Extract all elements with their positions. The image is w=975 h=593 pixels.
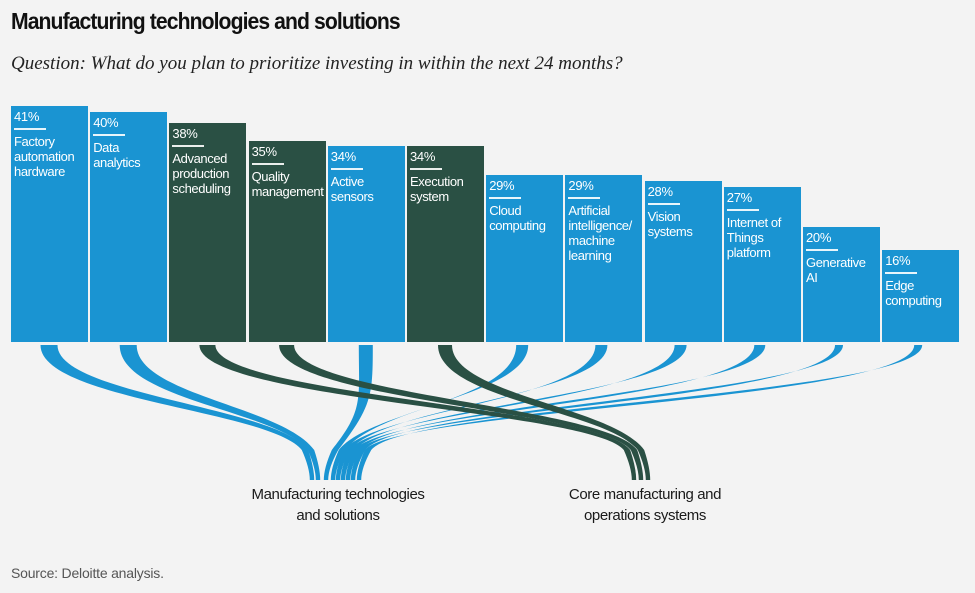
bar-label: sensors [330,188,374,204]
bar-label: management [251,183,324,199]
bar-value: 29% [568,178,594,193]
bar-divider [568,197,601,199]
bar-label: computing [885,292,942,308]
bar-value: 41% [14,109,40,124]
bar-label: Cloud [489,202,522,218]
bar-label: Things [726,229,764,245]
bar-label: Factory [14,133,55,149]
bar-label: intelligence/ [568,217,632,233]
flow-stream [40,345,315,480]
bar-label: system [410,188,449,204]
bar-label: Artificial [568,202,610,218]
bar-label: analytics [93,154,141,170]
bar-label: Vision [647,208,681,224]
bar-label: AI [806,269,818,285]
bar-label: systems [647,223,693,239]
bar-value: 34% [410,149,436,164]
bar-value: 34% [330,149,356,164]
bar-label: computing [489,217,546,233]
group-label-line: Manufacturing technologies [251,486,425,503]
bar-label: Generative [806,254,866,270]
bar-value: 27% [726,190,752,205]
bar-label: Internet of [726,214,782,230]
bar-divider [14,128,46,130]
bar-value: 40% [93,115,119,130]
flow-stream [350,345,843,480]
flow-stream [119,345,321,480]
bar-value: 28% [647,184,673,199]
bar-label: machine [568,232,615,248]
bar-divider [93,134,126,136]
bar-label: learning [568,247,612,263]
group-label-core-systems: Core manufacturing and operations system… [542,484,748,526]
bar-divider [172,145,205,147]
group-label-manufacturing-technologies: Manufacturing technologies and solutions [222,484,454,526]
bar-divider [726,209,759,211]
bar-label: Quality [251,168,290,184]
bar-divider [330,168,363,170]
bar-label: production [172,165,230,181]
bar-label: Edge [885,277,914,293]
chart-title: Manufacturing technologies and solutions [11,8,401,34]
source-note: Source: Deloitte analysis. [11,565,164,581]
bar-label: scheduling [172,180,231,196]
group-label-line: Core manufacturing and [568,486,722,503]
bar-label: Advanced [172,150,228,166]
bar-value: 38% [172,126,198,141]
bar-value: 35% [251,144,277,159]
bar-label: Active [330,173,364,189]
flow-stream [323,345,373,480]
bar-value: 20% [806,230,832,245]
bar-divider [489,197,522,199]
bar-divider [806,249,838,251]
bar-divider [647,203,680,205]
bar-divider [251,163,284,165]
bar-label: hardware [14,163,65,179]
bar-label: platform [726,244,771,260]
bar-label: Data [93,139,120,155]
bar-divider [885,272,918,274]
bar-label: automation [14,148,75,164]
chart-subtitle: Question: What do you plan to prioritize… [11,53,623,74]
group-label-line: and solutions [296,507,380,524]
bar-value: 16% [885,253,911,268]
bar-label: Execution [410,173,464,189]
group-label-line: operations systems [583,507,707,524]
bar-value: 29% [489,178,515,193]
bar-divider [410,168,442,170]
